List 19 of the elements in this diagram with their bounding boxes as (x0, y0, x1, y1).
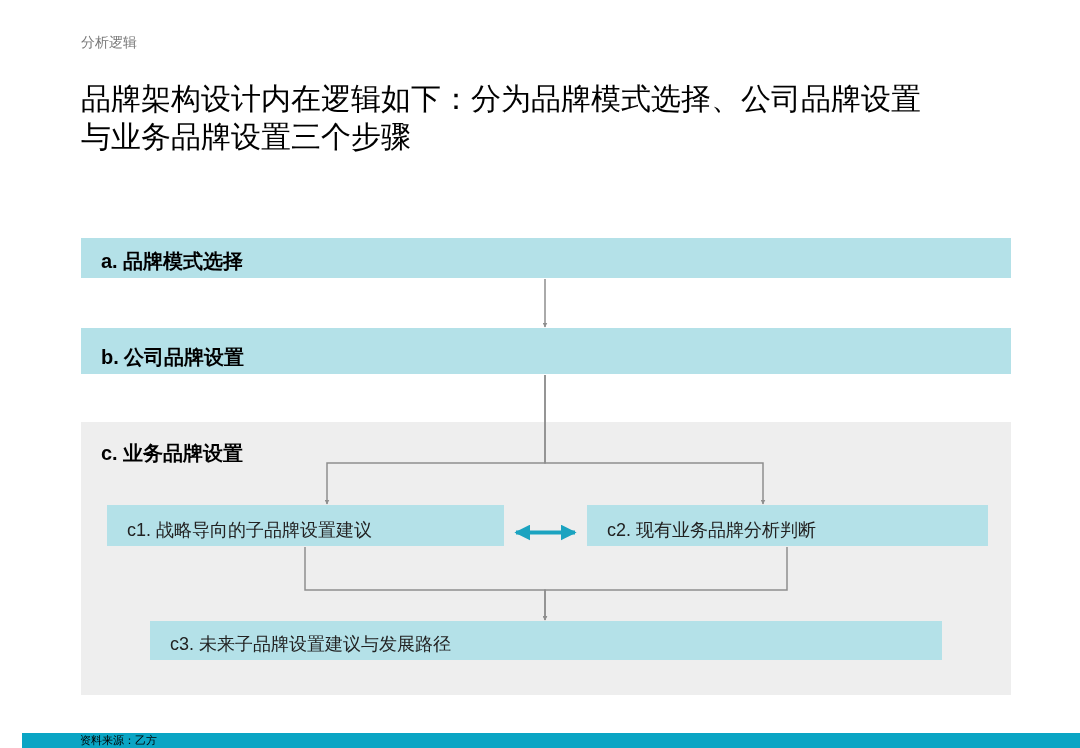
step-text: c1. 战略导向的子品牌设置建议 (127, 519, 372, 542)
arrow (544, 374, 766, 505)
step-box (150, 621, 942, 660)
step-text: a. 品牌模式选择 (101, 249, 244, 274)
source-note: 资料来源：乙方 (80, 733, 157, 748)
step-text: c3. 未来子品牌设置建议与发展路径 (170, 633, 451, 656)
arrow (542, 546, 788, 621)
step-text: b. 公司品牌设置 (101, 345, 245, 370)
section-label: 分析逻辑 (81, 33, 137, 52)
slide-title: 品牌架构设计内在逻辑如下：分为品牌模式选择、公司品牌设置与业务品牌设置三个步骤 (81, 81, 922, 155)
panel-heading: c. 业务品牌设置 (101, 441, 245, 466)
arrow (542, 278, 548, 328)
step-box (81, 238, 1011, 278)
arrow (514, 524, 577, 541)
step-text: c2. 现有业务品牌分析判断 (607, 519, 816, 542)
step-box (81, 328, 1011, 374)
step-box (587, 505, 988, 546)
group-panel (81, 422, 1011, 695)
step-box (107, 505, 504, 546)
